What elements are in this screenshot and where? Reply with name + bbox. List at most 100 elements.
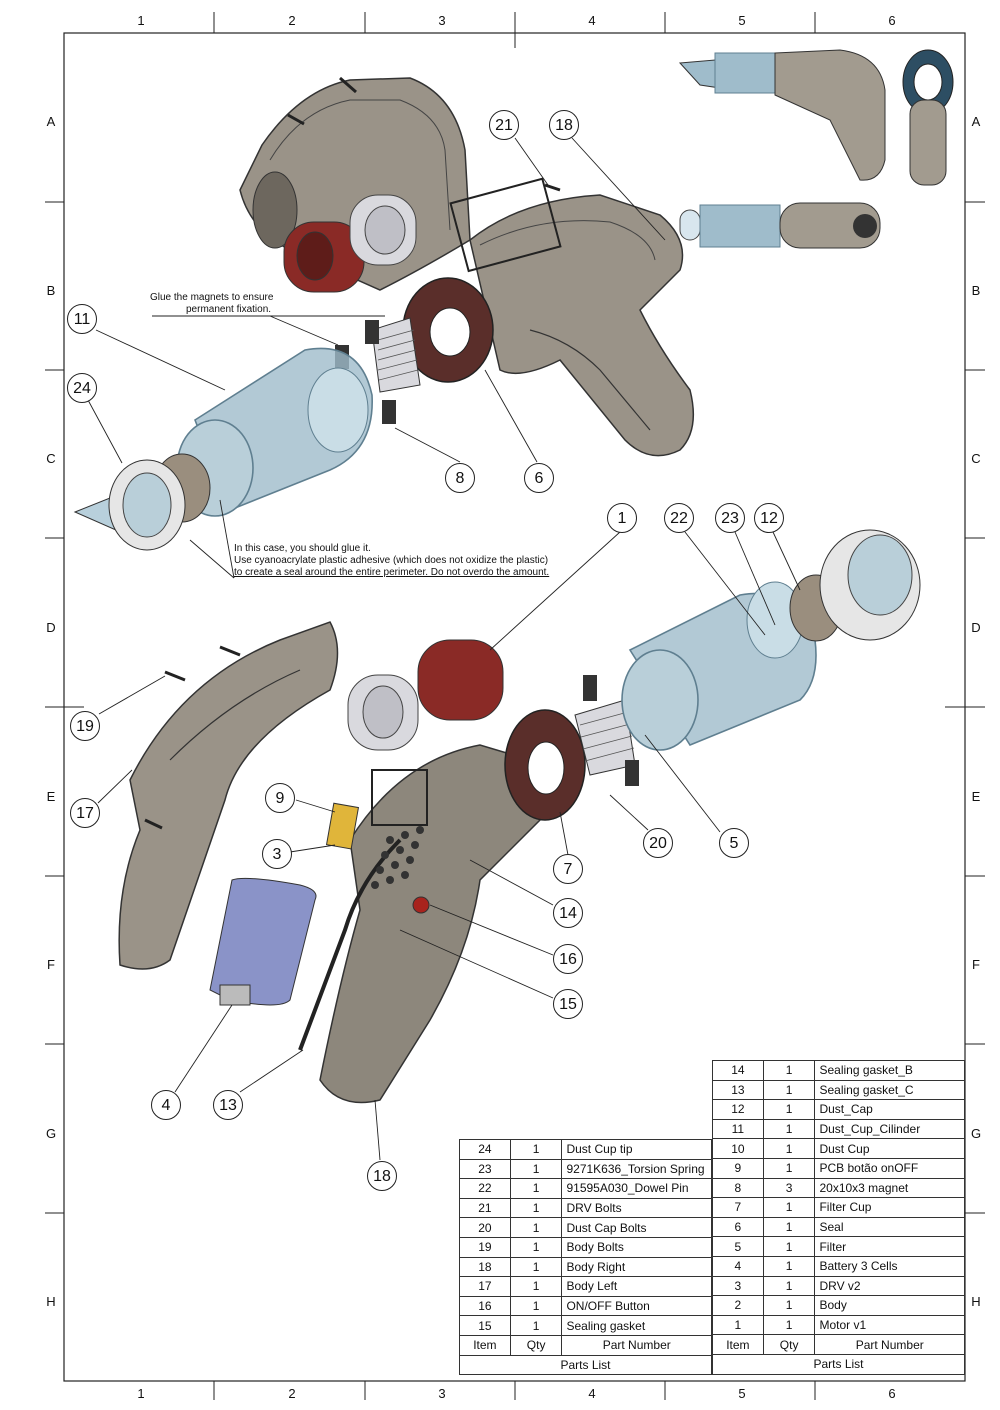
- qty-cell: 1: [762, 1118, 816, 1140]
- part-number-cell: DRV v2: [814, 1275, 965, 1297]
- item-cell: 8: [712, 1177, 764, 1199]
- note-glue: In this case, you should glue it. Use cy…: [234, 543, 549, 579]
- balloon-12: 12: [754, 503, 784, 533]
- part-number-cell: 91595A030_Dowel Pin: [561, 1178, 712, 1199]
- balloon-15: 15: [553, 989, 583, 1019]
- part-number-cell: Motor v1: [814, 1314, 965, 1336]
- note-glue-line-1: In this case, you should glue it.: [234, 543, 371, 554]
- header-qty: Qty: [762, 1334, 816, 1355]
- part-number-cell: 9271K636_Torsion Spring: [561, 1158, 712, 1180]
- qty-cell: 1: [509, 1217, 563, 1238]
- zone-ticks: [45, 12, 985, 1400]
- zone-label-col-top-5: 5: [738, 13, 746, 28]
- note-glue-line-3: to create a seal around the entire perim…: [234, 567, 550, 578]
- balloon-24: 24: [67, 373, 97, 403]
- qty-cell: 1: [762, 1099, 816, 1120]
- zone-label-col-bottom-1: 1: [137, 1386, 145, 1401]
- item-cell: 11: [712, 1118, 764, 1140]
- part-number-cell: ON/OFF Button: [561, 1295, 712, 1317]
- part-number-cell: Battery 3 Cells: [814, 1255, 965, 1277]
- part-number-cell: Body Bolts: [561, 1236, 712, 1258]
- item-cell: 6: [712, 1216, 764, 1238]
- item-cell: 2: [712, 1295, 764, 1316]
- zone-label-row-left-h: H: [46, 1294, 56, 1309]
- balloon-23: 23: [715, 503, 745, 533]
- qty-cell: 1: [509, 1158, 563, 1180]
- zone-label-col-top-4: 4: [588, 13, 596, 28]
- balloon-16: 16: [553, 944, 583, 974]
- zone-label-row-right-b: B: [971, 283, 981, 298]
- qty-cell: 1: [762, 1216, 816, 1238]
- part-number-cell: Filter: [814, 1236, 965, 1257]
- parts-list-caption: Parts List: [459, 1354, 712, 1376]
- part-number-cell: Dust_Cap: [814, 1099, 965, 1120]
- header-item: Item: [712, 1334, 764, 1355]
- balloon-3: 3: [262, 839, 292, 869]
- balloon-18-top: 18: [549, 110, 579, 140]
- zone-label-row-right-d: D: [971, 620, 981, 635]
- part-number-cell: Sealing gasket_C: [814, 1079, 965, 1101]
- leader-lines: [87, 137, 801, 1161]
- item-cell: 23: [459, 1158, 511, 1180]
- part-number-cell: 20x10x3 magnet: [814, 1177, 965, 1199]
- item-cell: 5: [712, 1236, 764, 1257]
- part-number-cell: Body Left: [561, 1276, 712, 1297]
- header-part-number: Part Number: [814, 1334, 965, 1355]
- note-magnets-line-2: permanent fixation.: [186, 304, 272, 315]
- qty-cell: 1: [762, 1295, 816, 1316]
- parts-list-right-caption-row: Parts List: [712, 1353, 965, 1375]
- part-number-cell: Seal: [814, 1216, 965, 1238]
- balloon-17: 17: [70, 798, 100, 828]
- part-number-cell: PCB botão onOFF: [814, 1157, 965, 1179]
- balloon-20: 20: [643, 828, 673, 858]
- header-part-number: Part Number: [561, 1334, 712, 1356]
- parts-list-left-caption-row: Parts List: [459, 1354, 712, 1376]
- balloon-6: 6: [524, 463, 554, 493]
- part-number-cell: Dust Cap Bolts: [561, 1217, 712, 1238]
- balloon-8: 8: [445, 463, 475, 493]
- side-views: [678, 49, 954, 249]
- qty-cell: 1: [762, 1275, 816, 1297]
- item-cell: 24: [459, 1139, 511, 1160]
- zone-label-row-left-b: B: [46, 283, 56, 298]
- note-glue-line-2: Use cyanoacrylate plastic adhesive (whic…: [234, 555, 549, 566]
- qty-cell: 1: [509, 1197, 563, 1219]
- zone-label-row-left-d: D: [46, 620, 56, 635]
- balloon-13: 13: [213, 1090, 243, 1120]
- zone-label-row-left-a: A: [46, 114, 56, 129]
- item-cell: 15: [459, 1315, 511, 1336]
- qty-cell: 1: [762, 1060, 816, 1081]
- balloon-1: 1: [607, 503, 637, 533]
- balloon-21: 21: [489, 110, 519, 140]
- item-cell: 4: [712, 1255, 764, 1277]
- item-cell: 9: [712, 1157, 764, 1179]
- item-cell: 22: [459, 1178, 511, 1199]
- parts-list-right-header: Item Qty Part Number: [712, 1334, 965, 1355]
- balloon-4: 4: [151, 1090, 181, 1120]
- item-cell: 7: [712, 1197, 764, 1218]
- part-number-cell: Sealing gasket_B: [814, 1060, 965, 1081]
- qty-cell: 1: [509, 1295, 563, 1317]
- zone-label-row-right-f: F: [972, 957, 980, 972]
- part-number-cell: DRV Bolts: [561, 1197, 712, 1219]
- item-cell: 14: [712, 1060, 764, 1081]
- zone-label-col-bottom-4: 4: [588, 1386, 596, 1401]
- item-cell: 10: [712, 1138, 764, 1159]
